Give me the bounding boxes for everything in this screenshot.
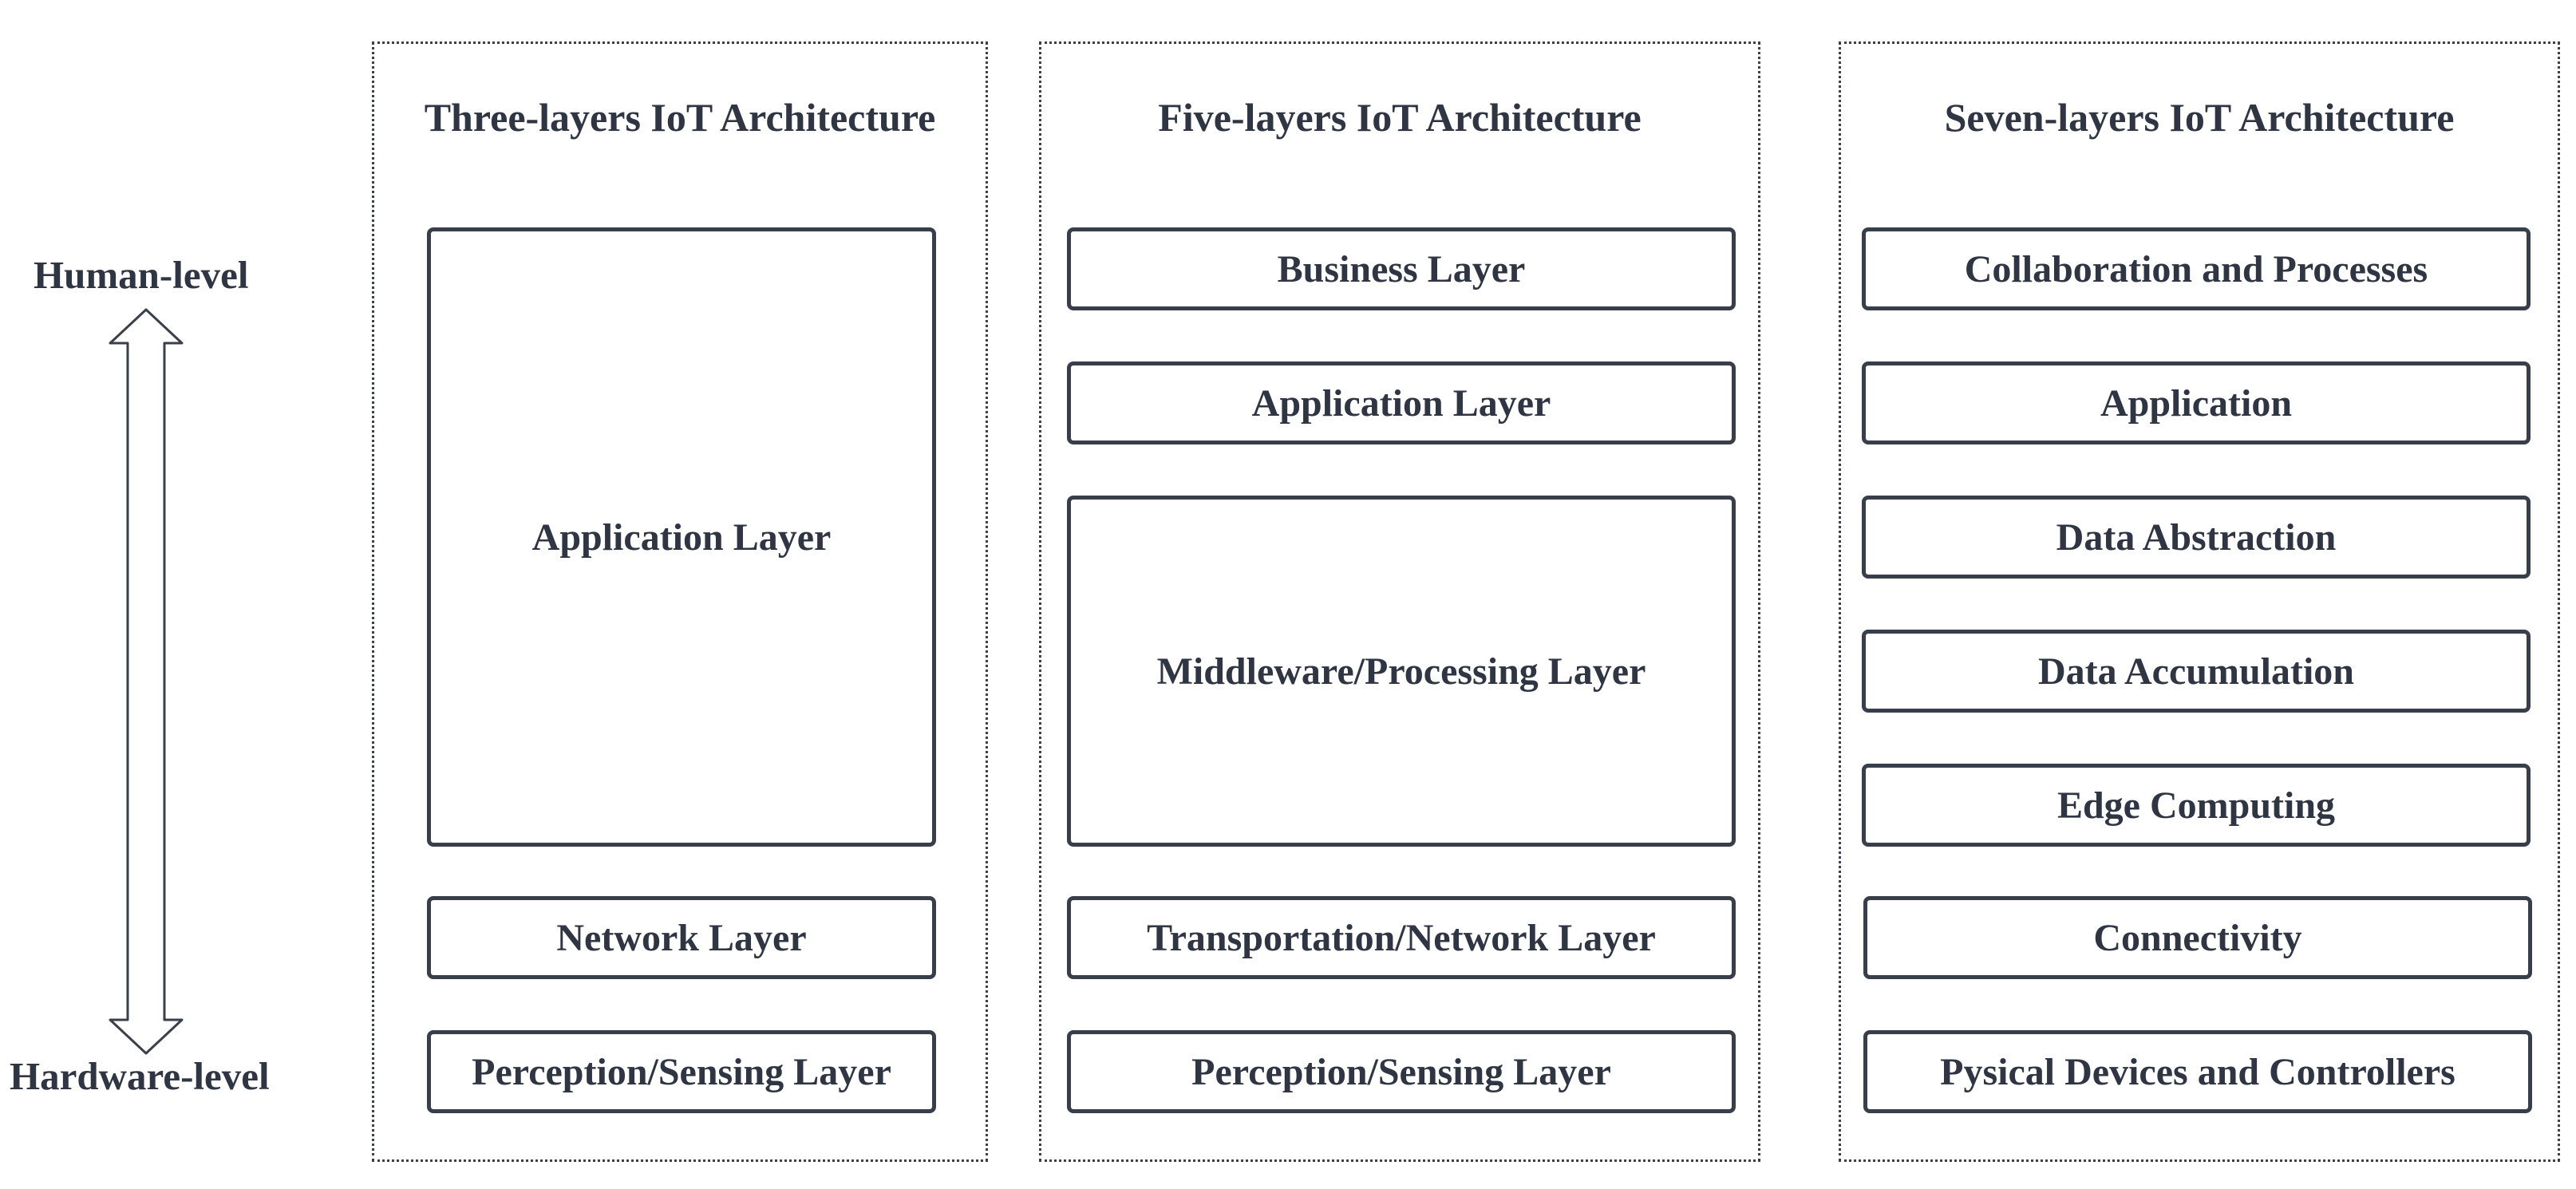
three-network-layer: Network Layer [427,896,936,979]
five-layers-column: Five-layers IoT Architecture Business La… [1039,41,1760,1162]
seven-edge-computing-layer: Edge Computing [1862,764,2531,847]
five-middleware-layer: Middleware/Processing Layer [1067,496,1736,847]
five-business-layer: Business Layer [1067,227,1736,310]
seven-collaboration-layer: Collaboration and Processes [1862,227,2531,310]
seven-layers-title: Seven-layers IoT Architecture [1944,95,2455,140]
five-transportation-layer: Transportation/Network Layer [1067,896,1736,979]
seven-data-abstraction-layer: Data Abstraction [1862,496,2531,579]
seven-data-accumulation-layer: Data Accumulation [1862,630,2531,713]
three-application-layer: Application Layer [427,227,936,847]
five-application-layer: Application Layer [1067,361,1736,444]
seven-layers-column: Seven-layers IoT Architecture Collaborat… [1839,41,2560,1162]
five-layers-title: Five-layers IoT Architecture [1158,95,1642,140]
human-level-label: Human-level [34,253,249,297]
three-layers-title: Three-layers IoT Architecture [424,95,936,140]
hardware-level-label: Hardware-level [10,1054,270,1098]
three-layers-column: Three-layers IoT Architecture Applicatio… [372,41,988,1162]
seven-connectivity-layer: Connectivity [1863,896,2532,979]
double-arrow-icon [109,308,184,1055]
three-perception-layer: Perception/Sensing Layer [427,1030,936,1113]
five-perception-layer: Perception/Sensing Layer [1067,1030,1736,1113]
seven-application-layer: Application [1862,361,2531,444]
seven-physical-devices-layer: Pysical Devices and Controllers [1863,1030,2532,1113]
